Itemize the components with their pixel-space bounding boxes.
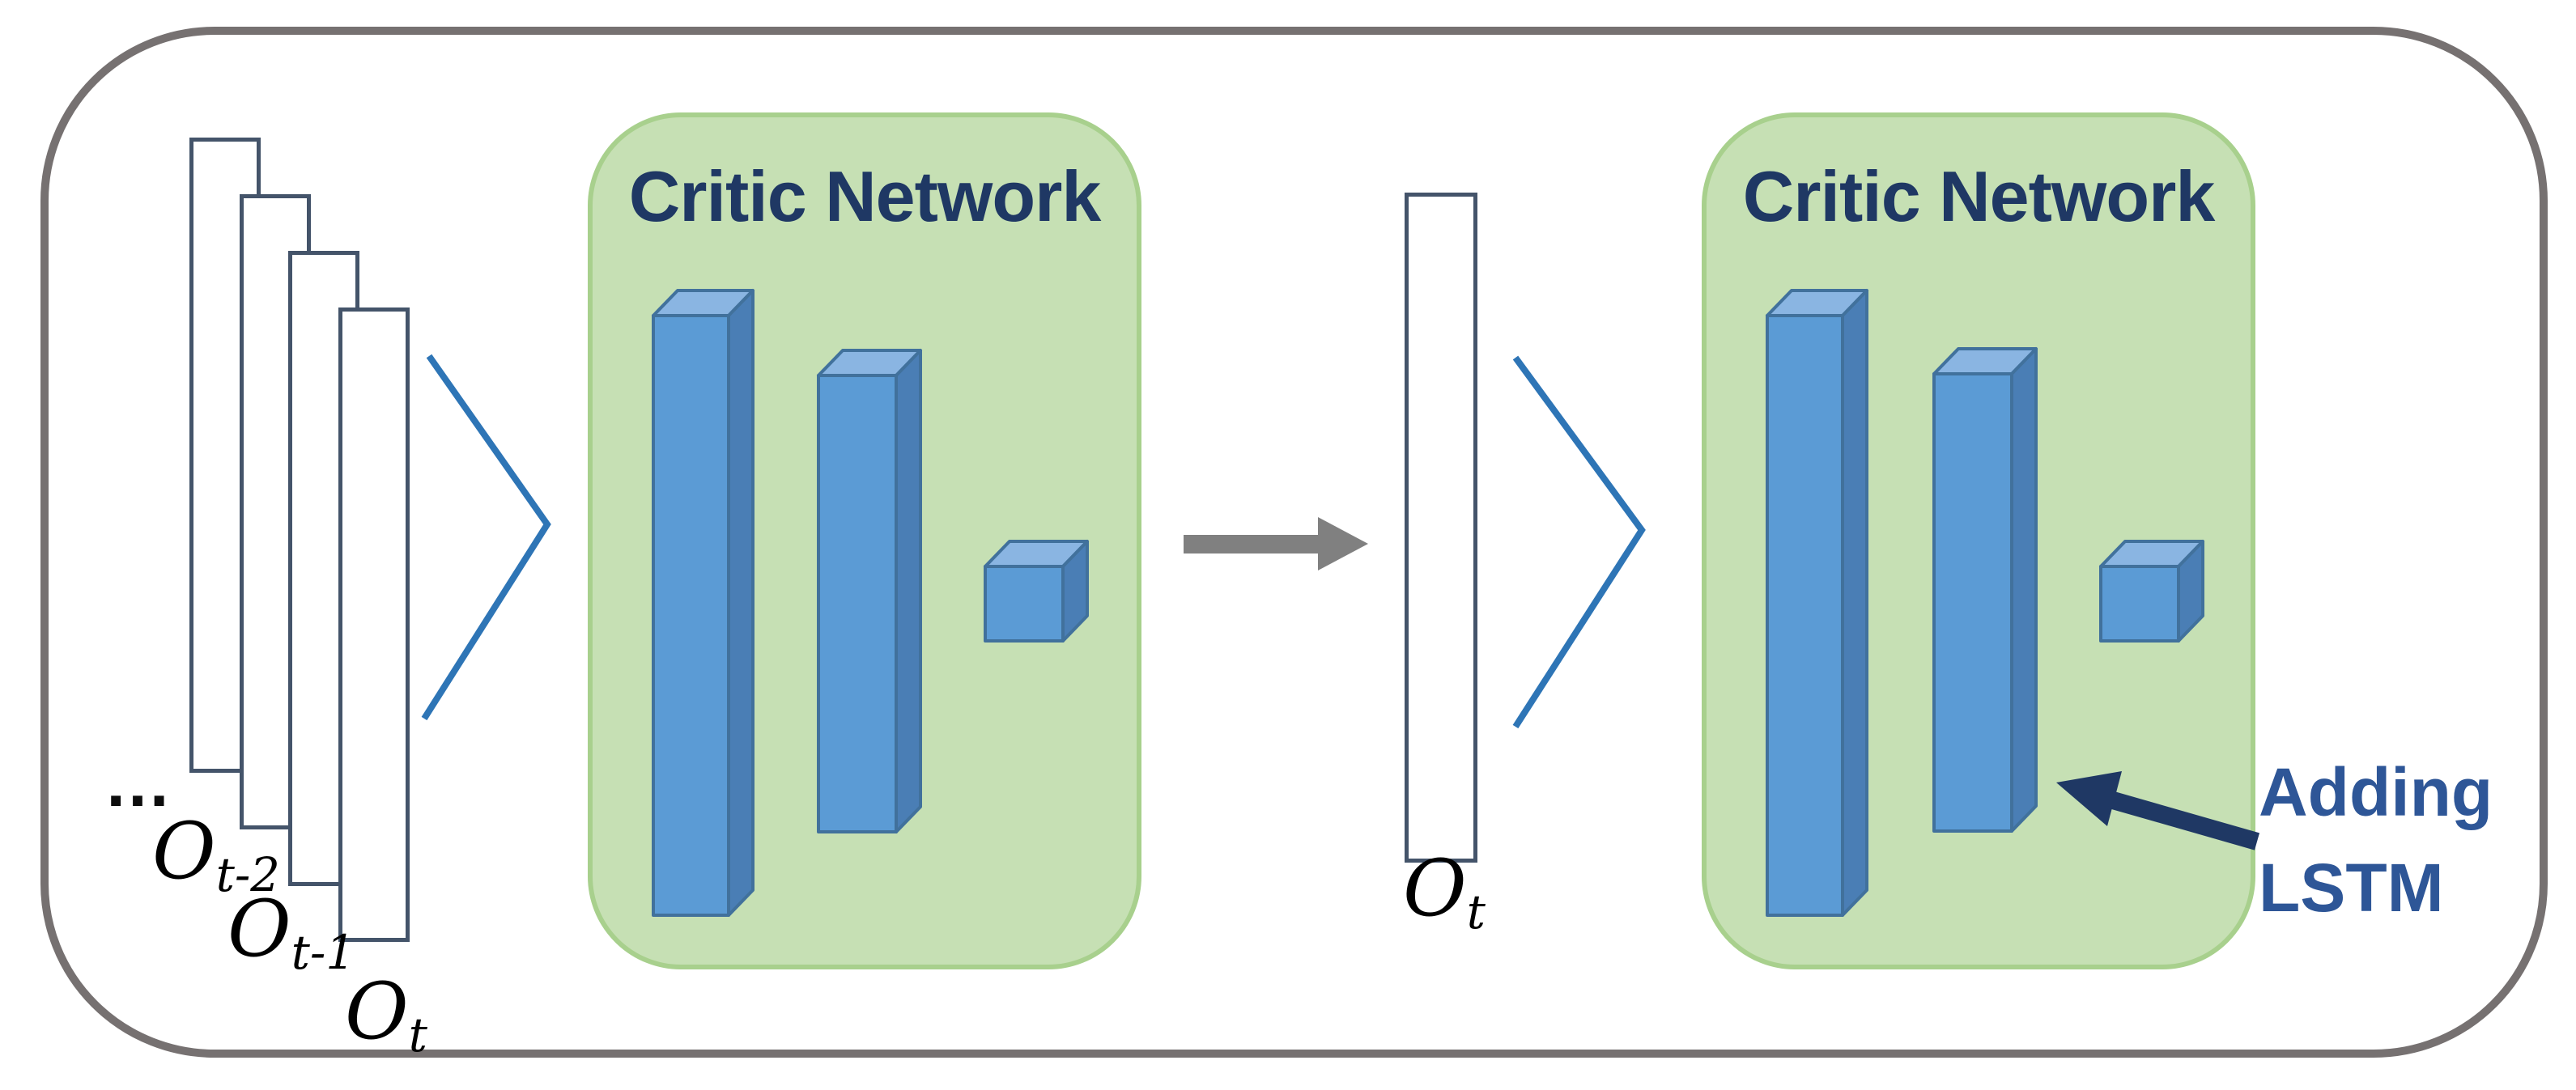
output-cube-right-front-face (2099, 565, 2180, 643)
output-cube-left-front-face (984, 565, 1065, 643)
single-observation-label-main: O (1403, 843, 1467, 934)
observation-label-t-1-main: O (227, 884, 291, 974)
observation-frame-front (338, 307, 410, 942)
observation-label-t: Ot (345, 973, 427, 1058)
layer2-left-side-face (895, 349, 922, 833)
observation-label-t-2: Ot-2 (152, 812, 280, 898)
observation-label-t-sub: t (408, 1008, 427, 1063)
critic-network-title-left: Critic Network (628, 156, 1102, 236)
single-observation-label: Ot (1403, 850, 1486, 935)
observation-frame-single (1405, 193, 1477, 863)
lstm-arrow-head (2056, 771, 2122, 826)
network-layer-bars-left (652, 289, 1089, 917)
adding-lstm-annotation: Adding LSTM (2259, 744, 2493, 935)
layer1-right-front-face (1766, 314, 1844, 917)
layer2-left-front-face (817, 374, 898, 833)
right-arrow-shaft (1184, 535, 1318, 553)
outer-rounded-frame (40, 27, 2548, 1058)
observation-label-t-2-main: O (152, 806, 216, 897)
funnel-chevron-icon-right (1512, 355, 1646, 729)
single-observation-label-sub: t (1466, 885, 1486, 940)
critic-network-title-right: Critic Network (1742, 156, 2216, 236)
adding-lstm-line2: LSTM (2259, 850, 2444, 926)
layer2-right-front-face (1932, 372, 2013, 833)
lstm-arrow-shaft (2110, 791, 2260, 850)
layer1-right-side-face (1841, 289, 1868, 917)
layer2-right-side-face (2010, 347, 2038, 833)
observation-label-t-2-sub: t-2 (215, 848, 280, 903)
network-layer-bars-right (1766, 289, 2204, 917)
observation-label-t-1: Ot-1 (227, 890, 355, 976)
layer1-left-front-face (652, 314, 730, 917)
adding-lstm-line1: Adding (2259, 754, 2493, 830)
up-left-arrow-icon (2056, 771, 2260, 850)
observation-label-t-1-sub: t-1 (291, 926, 355, 981)
layer1-left-side-face (727, 289, 755, 917)
right-arrow-head (1318, 517, 1368, 570)
observation-label-t-main: O (345, 966, 409, 1057)
right-arrow-icon (1184, 517, 1368, 570)
funnel-chevron-icon-left (421, 354, 551, 721)
ellipsis-label: … (104, 744, 172, 821)
